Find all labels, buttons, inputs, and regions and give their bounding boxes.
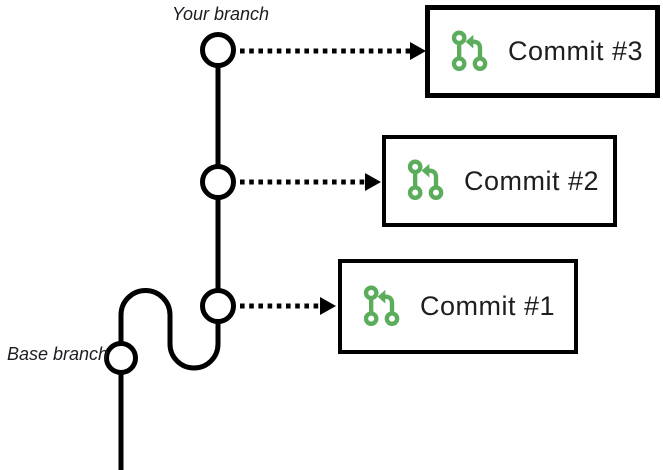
commit-card-label: Commit #2 [464,165,600,196]
commit-node-2 [200,164,236,200]
commit-card-1: Commit #1 [338,259,578,354]
git-pull-request-icon [407,159,444,200]
commit-card-2: Commit #2 [382,135,617,227]
arrowhead-icon [365,173,381,191]
commit-card-3: Commit #3 [425,5,660,98]
arrow-commit-1 [240,297,336,315]
base-branch-node [104,341,138,375]
arrow-commit-2 [240,173,381,191]
commit-card-label: Commit #3 [508,36,644,66]
commit-node-3 [200,32,236,68]
git-pull-request-icon [363,285,400,326]
arrow-commit-3 [240,42,426,60]
base-branch-label: Base branch [7,344,109,364]
arrowhead-icon [320,297,336,315]
git-pull-request-icon [451,30,488,71]
base-branch-line [118,288,221,470]
your-branch-label: Your branch [172,4,270,24]
commit-node-1 [200,288,236,324]
arrowhead-icon [410,42,426,60]
commit-card-label: Commit #1 [420,291,556,321]
